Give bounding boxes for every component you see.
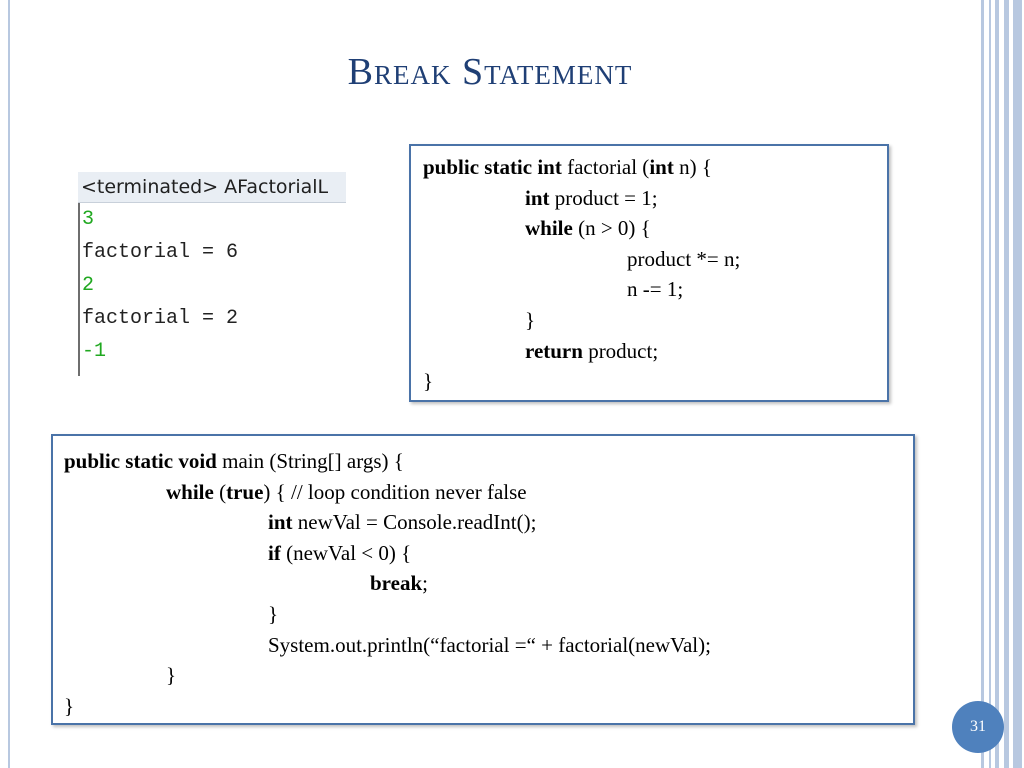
code-text: factorial ( <box>561 155 650 179</box>
code-line: while (n > 0) { <box>423 213 887 244</box>
factorial-code-box: public static int factorial (int n) {int… <box>409 144 889 402</box>
code-text: ( <box>213 479 227 504</box>
code-keyword: public static int <box>423 155 562 179</box>
code-text: product *= n; <box>627 246 741 271</box>
code-text: (newVal < 0) { <box>280 540 412 565</box>
code-text: product = 1; <box>549 185 658 210</box>
console-line: factorial = 2 <box>82 307 239 330</box>
code-text: } <box>166 663 177 688</box>
code-keyword: break <box>370 571 423 596</box>
console-output-panel: <terminated> AFactorialL 3 factorial = 6 2… <box>78 172 346 376</box>
code-keyword: int <box>649 155 674 179</box>
code-text: } <box>525 307 536 332</box>
code-text: } <box>64 693 75 718</box>
slide-number-badge: 31 <box>952 701 1004 753</box>
console-header: <terminated> AFactorialL <box>78 172 346 203</box>
code-text: ; <box>422 571 428 596</box>
code-text: n) { <box>673 155 712 179</box>
code-line: System.out.println(“factorial =“ + facto… <box>64 630 913 661</box>
code-line: int product = 1; <box>423 183 887 214</box>
code-keyword: int <box>268 510 293 535</box>
code-line: product *= n; <box>423 244 887 275</box>
code-line: while (true) { // loop condition never f… <box>64 477 913 508</box>
console-line: 3 <box>82 208 95 231</box>
code-text: newVal = Console.readInt(); <box>292 510 537 535</box>
code-keyword: true <box>226 479 264 504</box>
code-line: public static void main (String[] args) … <box>64 446 913 477</box>
code-text: ) { // loop condition never false <box>263 479 527 504</box>
code-line: } <box>423 305 887 336</box>
code-line: return product; <box>423 336 887 367</box>
console-line: factorial = 6 <box>82 241 239 264</box>
code-line: n -= 1; <box>423 274 887 305</box>
slide-title: Break Statement <box>347 51 633 93</box>
main-code-box: public static void main (String[] args) … <box>51 434 915 725</box>
code-text: product; <box>582 338 659 363</box>
code-line: } <box>64 599 913 630</box>
code-keyword: while <box>166 479 214 504</box>
code-keyword: return <box>525 338 583 363</box>
code-text: } <box>268 601 279 626</box>
code-line: if (newVal < 0) { <box>64 538 913 569</box>
code-keyword: if <box>268 540 281 565</box>
console-line: 2 <box>82 274 95 297</box>
code-line: int newVal = Console.readInt(); <box>64 507 913 538</box>
slide-frame-left <box>8 0 10 768</box>
code-line: public static int factorial (int n) { <box>423 152 887 183</box>
code-keyword: int <box>525 185 550 210</box>
console-line: -1 <box>82 340 107 363</box>
console-body: 3 factorial = 6 2 factorial = 2 -1 <box>78 203 346 376</box>
code-keyword: while <box>525 216 573 241</box>
code-line: } <box>64 691 913 722</box>
code-text: n -= 1; <box>627 277 684 302</box>
code-text: } <box>423 369 434 394</box>
code-text: main (String[] args) { <box>216 449 404 473</box>
code-line: break; <box>64 568 913 599</box>
code-text: (n > 0) { <box>572 216 651 241</box>
code-text: System.out.println(“factorial =“ + facto… <box>268 632 711 657</box>
slide-frame-right <box>979 0 1024 768</box>
code-keyword: public static void <box>64 449 217 473</box>
code-line: } <box>423 366 887 397</box>
code-line: } <box>64 660 913 691</box>
